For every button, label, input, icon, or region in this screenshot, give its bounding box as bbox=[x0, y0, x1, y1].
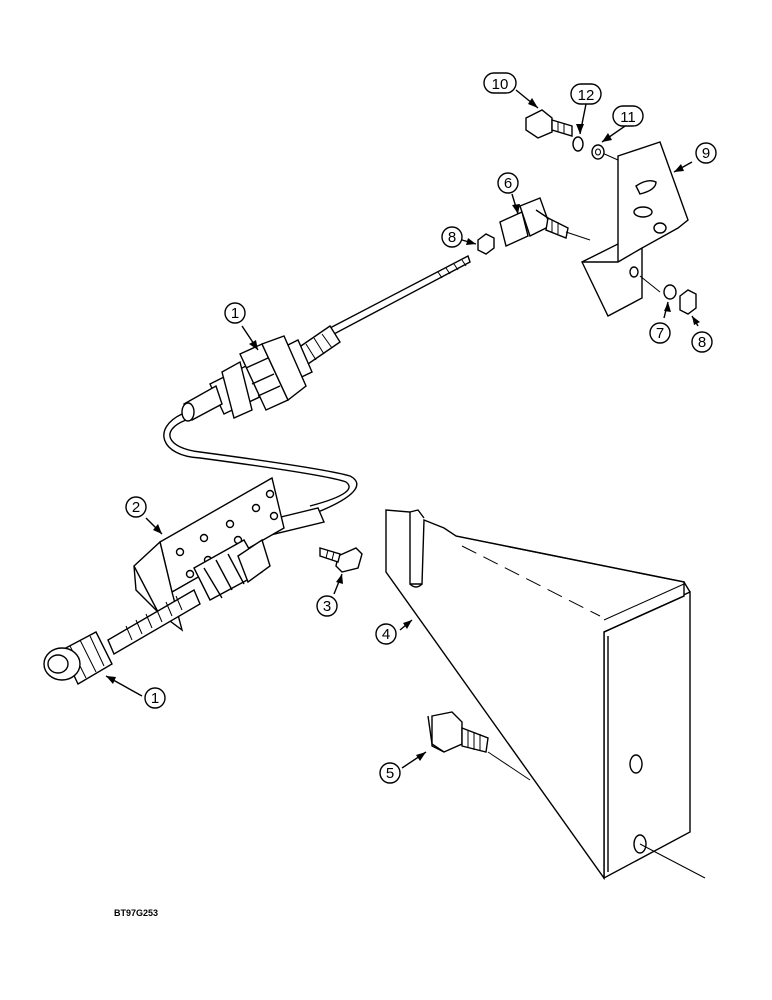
bolt-and-washers bbox=[525, 109, 605, 160]
callout-7: 7 bbox=[649, 322, 671, 344]
callout-12: 12 bbox=[570, 83, 602, 105]
callout-1-lower-label: 1 bbox=[151, 690, 159, 707]
callout-10: 10 bbox=[483, 72, 517, 94]
callout-9-label: 9 bbox=[702, 145, 710, 162]
callout-2-label: 2 bbox=[132, 499, 140, 516]
mounting-bracket bbox=[385, 509, 706, 881]
callout-3: 3 bbox=[316, 595, 338, 617]
hex-screw bbox=[319, 547, 363, 573]
callout-1-lower: 1 bbox=[144, 687, 166, 709]
callout-8-right-label: 8 bbox=[698, 334, 706, 351]
hex-nuts bbox=[477, 233, 697, 315]
callout-6-label: 6 bbox=[504, 175, 512, 192]
callout-1-upper: 1 bbox=[224, 302, 246, 324]
callout-6: 6 bbox=[497, 172, 519, 194]
lower-cable-mount bbox=[43, 476, 325, 685]
callout-4: 4 bbox=[375, 623, 397, 645]
callout-1-upper-label: 1 bbox=[231, 305, 239, 322]
callout-8-upper: 8 bbox=[441, 226, 463, 248]
callout-4-label: 4 bbox=[382, 626, 390, 643]
callout-11: 11 bbox=[612, 105, 644, 127]
figure-code: BT97G253 bbox=[114, 908, 158, 918]
callout-10-label: 10 bbox=[492, 76, 509, 93]
cable-support-plate bbox=[581, 141, 689, 317]
callout-12-label: 12 bbox=[578, 87, 595, 104]
callout-2: 2 bbox=[125, 496, 147, 518]
control-cable bbox=[163, 254, 471, 513]
callout-3-label: 3 bbox=[323, 598, 331, 615]
leader-lines bbox=[105, 89, 700, 769]
flange-bolt bbox=[427, 711, 531, 781]
cable-clevis bbox=[499, 197, 591, 247]
callout-8-right: 8 bbox=[691, 331, 713, 353]
callout-9: 9 bbox=[695, 142, 717, 164]
callout-8-upper-label: 8 bbox=[448, 229, 456, 246]
callout-11-label: 11 bbox=[620, 109, 636, 126]
callout-5: 5 bbox=[379, 762, 401, 784]
callout-7-label: 7 bbox=[656, 325, 664, 342]
callout-5-label: 5 bbox=[386, 765, 394, 782]
